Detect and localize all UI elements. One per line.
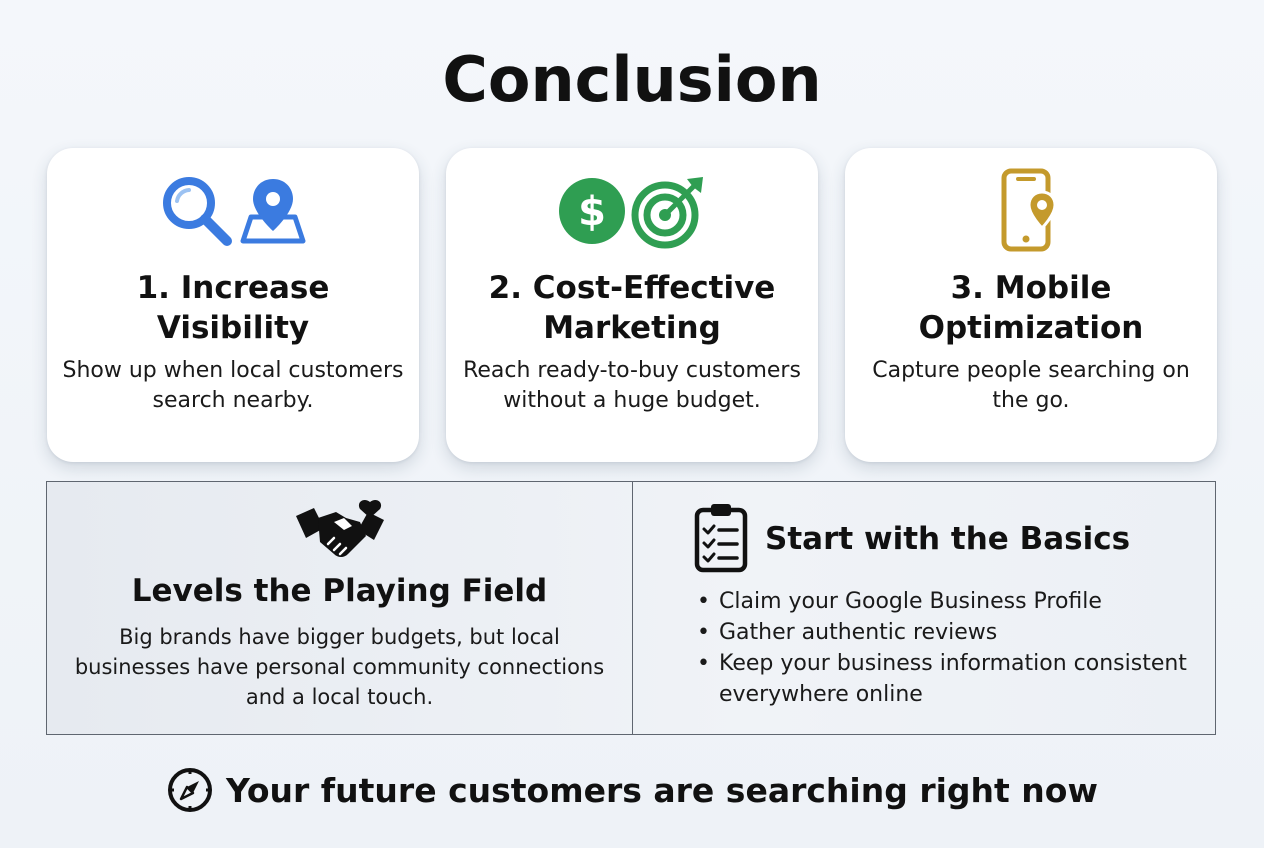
levels-description: Big brands have bigger budgets, but loca…	[74, 625, 605, 709]
bullet-icon: •	[697, 651, 710, 676]
clipboard-checklist-icon	[694, 504, 748, 573]
card-title: 1. Increase Visibility	[136, 270, 330, 346]
footer-text: Your future customers are searching righ…	[226, 770, 1098, 810]
smartphone-pin-icon	[1001, 168, 1057, 252]
list-item: • Claim your Google Business Profile	[693, 586, 1203, 617]
basics-title: Start with the Basics	[765, 521, 1131, 557]
bullet-icon: •	[697, 589, 710, 614]
compass-icon	[168, 768, 213, 812]
list-item: • Gather authentic reviews	[693, 617, 1203, 648]
levels-title: Levels the Playing Field	[131, 573, 548, 609]
card-mobile-optimization: 3. Mobile Optimization Capture people se…	[845, 148, 1217, 462]
list-item-text: Claim your Google Business Profile	[719, 589, 1102, 614]
card-cost-effective-marketing: $ 2. Cost-Effective Marketing Reach read…	[446, 148, 818, 462]
svg-text:$: $	[578, 189, 606, 235]
map-pin-icon	[240, 179, 306, 244]
card-description: Capture people searching on the go.	[872, 358, 1190, 413]
card-increase-visibility: 1. Increase Visibility Show up when loca…	[47, 148, 419, 462]
basics-list: • Claim your Google Business Profile • G…	[693, 586, 1203, 710]
page-title: Conclusion	[442, 43, 822, 116]
card-description: Reach ready-to-buy customers without a h…	[463, 358, 801, 413]
list-item-text: Keep your business information consisten…	[719, 651, 1187, 707]
card-title: 2. Cost-Effective Marketing	[488, 270, 776, 346]
magnifying-glass-icon	[163, 177, 232, 246]
card-icon-group	[47, 168, 419, 254]
bullet-icon: •	[697, 620, 710, 645]
bottom-panel: Levels the Playing Field Big brands have…	[46, 481, 1216, 735]
list-item: • Keep your business information consist…	[693, 648, 1203, 710]
card-icon-group: $	[446, 168, 818, 254]
card-description: Show up when local customers search near…	[62, 358, 404, 413]
target-arrow-icon	[631, 177, 703, 249]
handshake-heart-icon	[295, 499, 384, 557]
card-icon-group	[845, 168, 1217, 254]
card-title: 3. Mobile Optimization	[918, 270, 1144, 346]
list-item-text: Gather authentic reviews	[719, 620, 998, 645]
basics-panel: Start with the Basics • Claim your Googl…	[633, 482, 1215, 734]
panel-divider	[632, 482, 633, 734]
levels-panel: Levels the Playing Field Big brands have…	[47, 482, 632, 734]
footer: Your future customers are searching righ…	[0, 762, 1264, 818]
dollar-coin-icon: $	[559, 178, 625, 244]
